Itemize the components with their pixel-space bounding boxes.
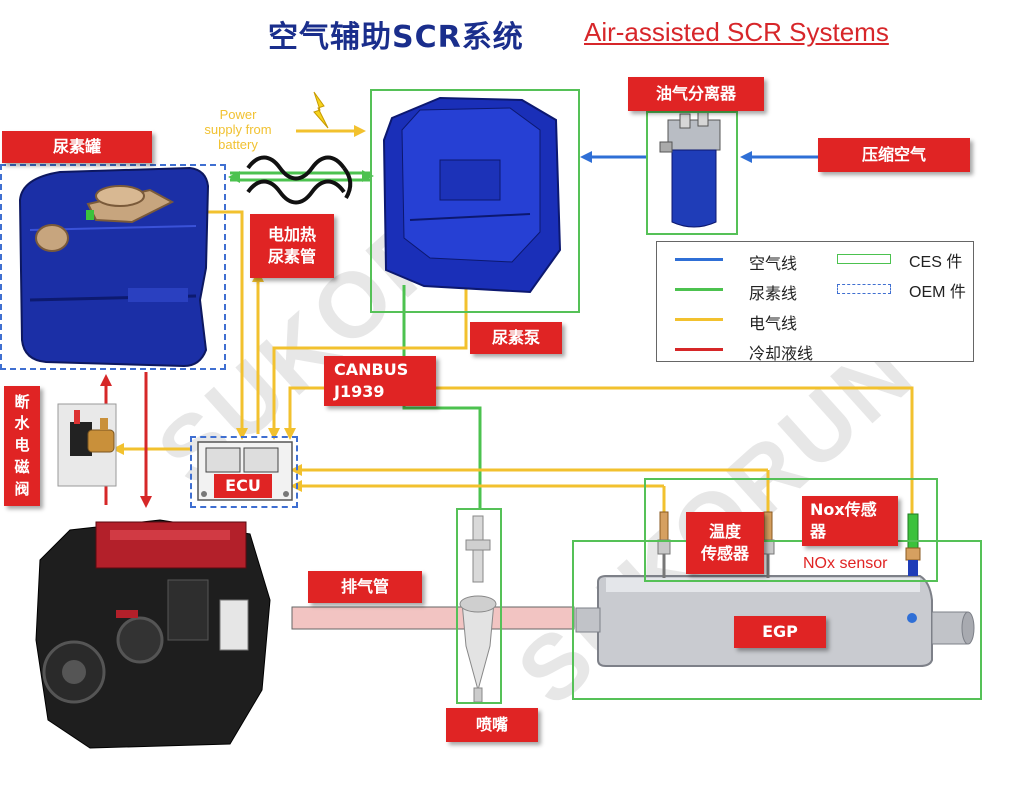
solenoid-valve-illustration bbox=[57, 403, 117, 487]
ecu-arrow-1 bbox=[236, 428, 248, 440]
power-supply-text: Power supply from battery bbox=[204, 107, 272, 152]
legend-label-urea: 尿素线 bbox=[749, 284, 798, 303]
label-temp-sensor: 温度 传感器 bbox=[686, 512, 764, 574]
legend-label-ces: CES 件 bbox=[909, 254, 963, 271]
power-arrow bbox=[354, 125, 366, 137]
ces-box-sensors bbox=[644, 478, 938, 582]
label-ecu: ECU bbox=[214, 474, 272, 498]
diagram-title-english: Air-assisted SCR Systems bbox=[584, 17, 889, 47]
coolant-arrow-up bbox=[100, 374, 112, 386]
nox-sensor-illustration bbox=[905, 513, 921, 576]
air-arrow-1 bbox=[740, 151, 752, 163]
ces-box-egp bbox=[572, 540, 982, 700]
label-egp: EGP bbox=[734, 616, 826, 648]
ces-box-urea-pump bbox=[370, 89, 580, 313]
oem-box-urea-tank bbox=[0, 164, 226, 370]
legend-label-coolant: 冷却液线 bbox=[749, 344, 814, 363]
solenoid-arrow bbox=[112, 443, 124, 455]
legend-label-air: 空气线 bbox=[749, 254, 798, 273]
lightning-icon bbox=[313, 91, 329, 129]
label-urea-pump: 尿素泵 bbox=[470, 322, 562, 354]
diagram-title: 空气辅助SCR系统 bbox=[268, 20, 524, 55]
legend-line-coolant bbox=[675, 348, 723, 351]
oil-separator-illustration bbox=[659, 111, 721, 228]
engine-illustration bbox=[35, 519, 271, 749]
legend-line-air bbox=[675, 258, 723, 261]
coolant-arrow-down bbox=[140, 496, 152, 508]
urea-arrow-right bbox=[362, 170, 374, 182]
heater-coil bbox=[246, 155, 353, 205]
oem-box-ecu bbox=[190, 436, 298, 508]
urea-tank-illustration bbox=[18, 166, 210, 368]
label-urea-tank: 尿素罐 bbox=[2, 131, 152, 163]
label-heated-urea-pipe: 电加热 尿素管 bbox=[250, 214, 334, 278]
legend-line-electric bbox=[675, 318, 723, 321]
ecu-arrow-3 bbox=[284, 428, 296, 440]
electric-lines bbox=[118, 129, 914, 520]
legend-label-electric: 电气线 bbox=[749, 314, 798, 333]
ces-box-oil-separator bbox=[646, 111, 738, 235]
legend-box-oem bbox=[837, 284, 891, 294]
ces-box-nozzle bbox=[456, 508, 502, 704]
label-canbus: CANBUS J1939 bbox=[324, 356, 436, 406]
label-water-solenoid: 断 水 电 磁 阀 bbox=[4, 386, 40, 506]
label-oil-separator: 油气分离器 bbox=[628, 77, 764, 111]
exhaust-pipe-bar bbox=[291, 606, 575, 630]
label-exhaust-pipe: 排气管 bbox=[308, 571, 422, 603]
label-nox-sensor: Nox传感 器 bbox=[802, 496, 898, 546]
urea-pump-illustration bbox=[382, 96, 562, 294]
air-arrow-2 bbox=[580, 151, 592, 163]
urea-arrow-left bbox=[228, 171, 240, 183]
nox-sensor-english-text: NOx sensor bbox=[803, 555, 888, 572]
legend-box-ces bbox=[837, 254, 891, 264]
legend-label-oem: OEM 件 bbox=[909, 284, 966, 301]
ecu-arrow-2 bbox=[268, 428, 280, 440]
legend-line-urea bbox=[675, 288, 723, 291]
legend: 空气线 尿素线 电气线 冷却液线 CES 件 OEM 件 bbox=[656, 241, 974, 363]
label-compressed-air: 压缩空气 bbox=[818, 138, 970, 172]
label-nozzle: 喷嘴 bbox=[446, 708, 538, 742]
